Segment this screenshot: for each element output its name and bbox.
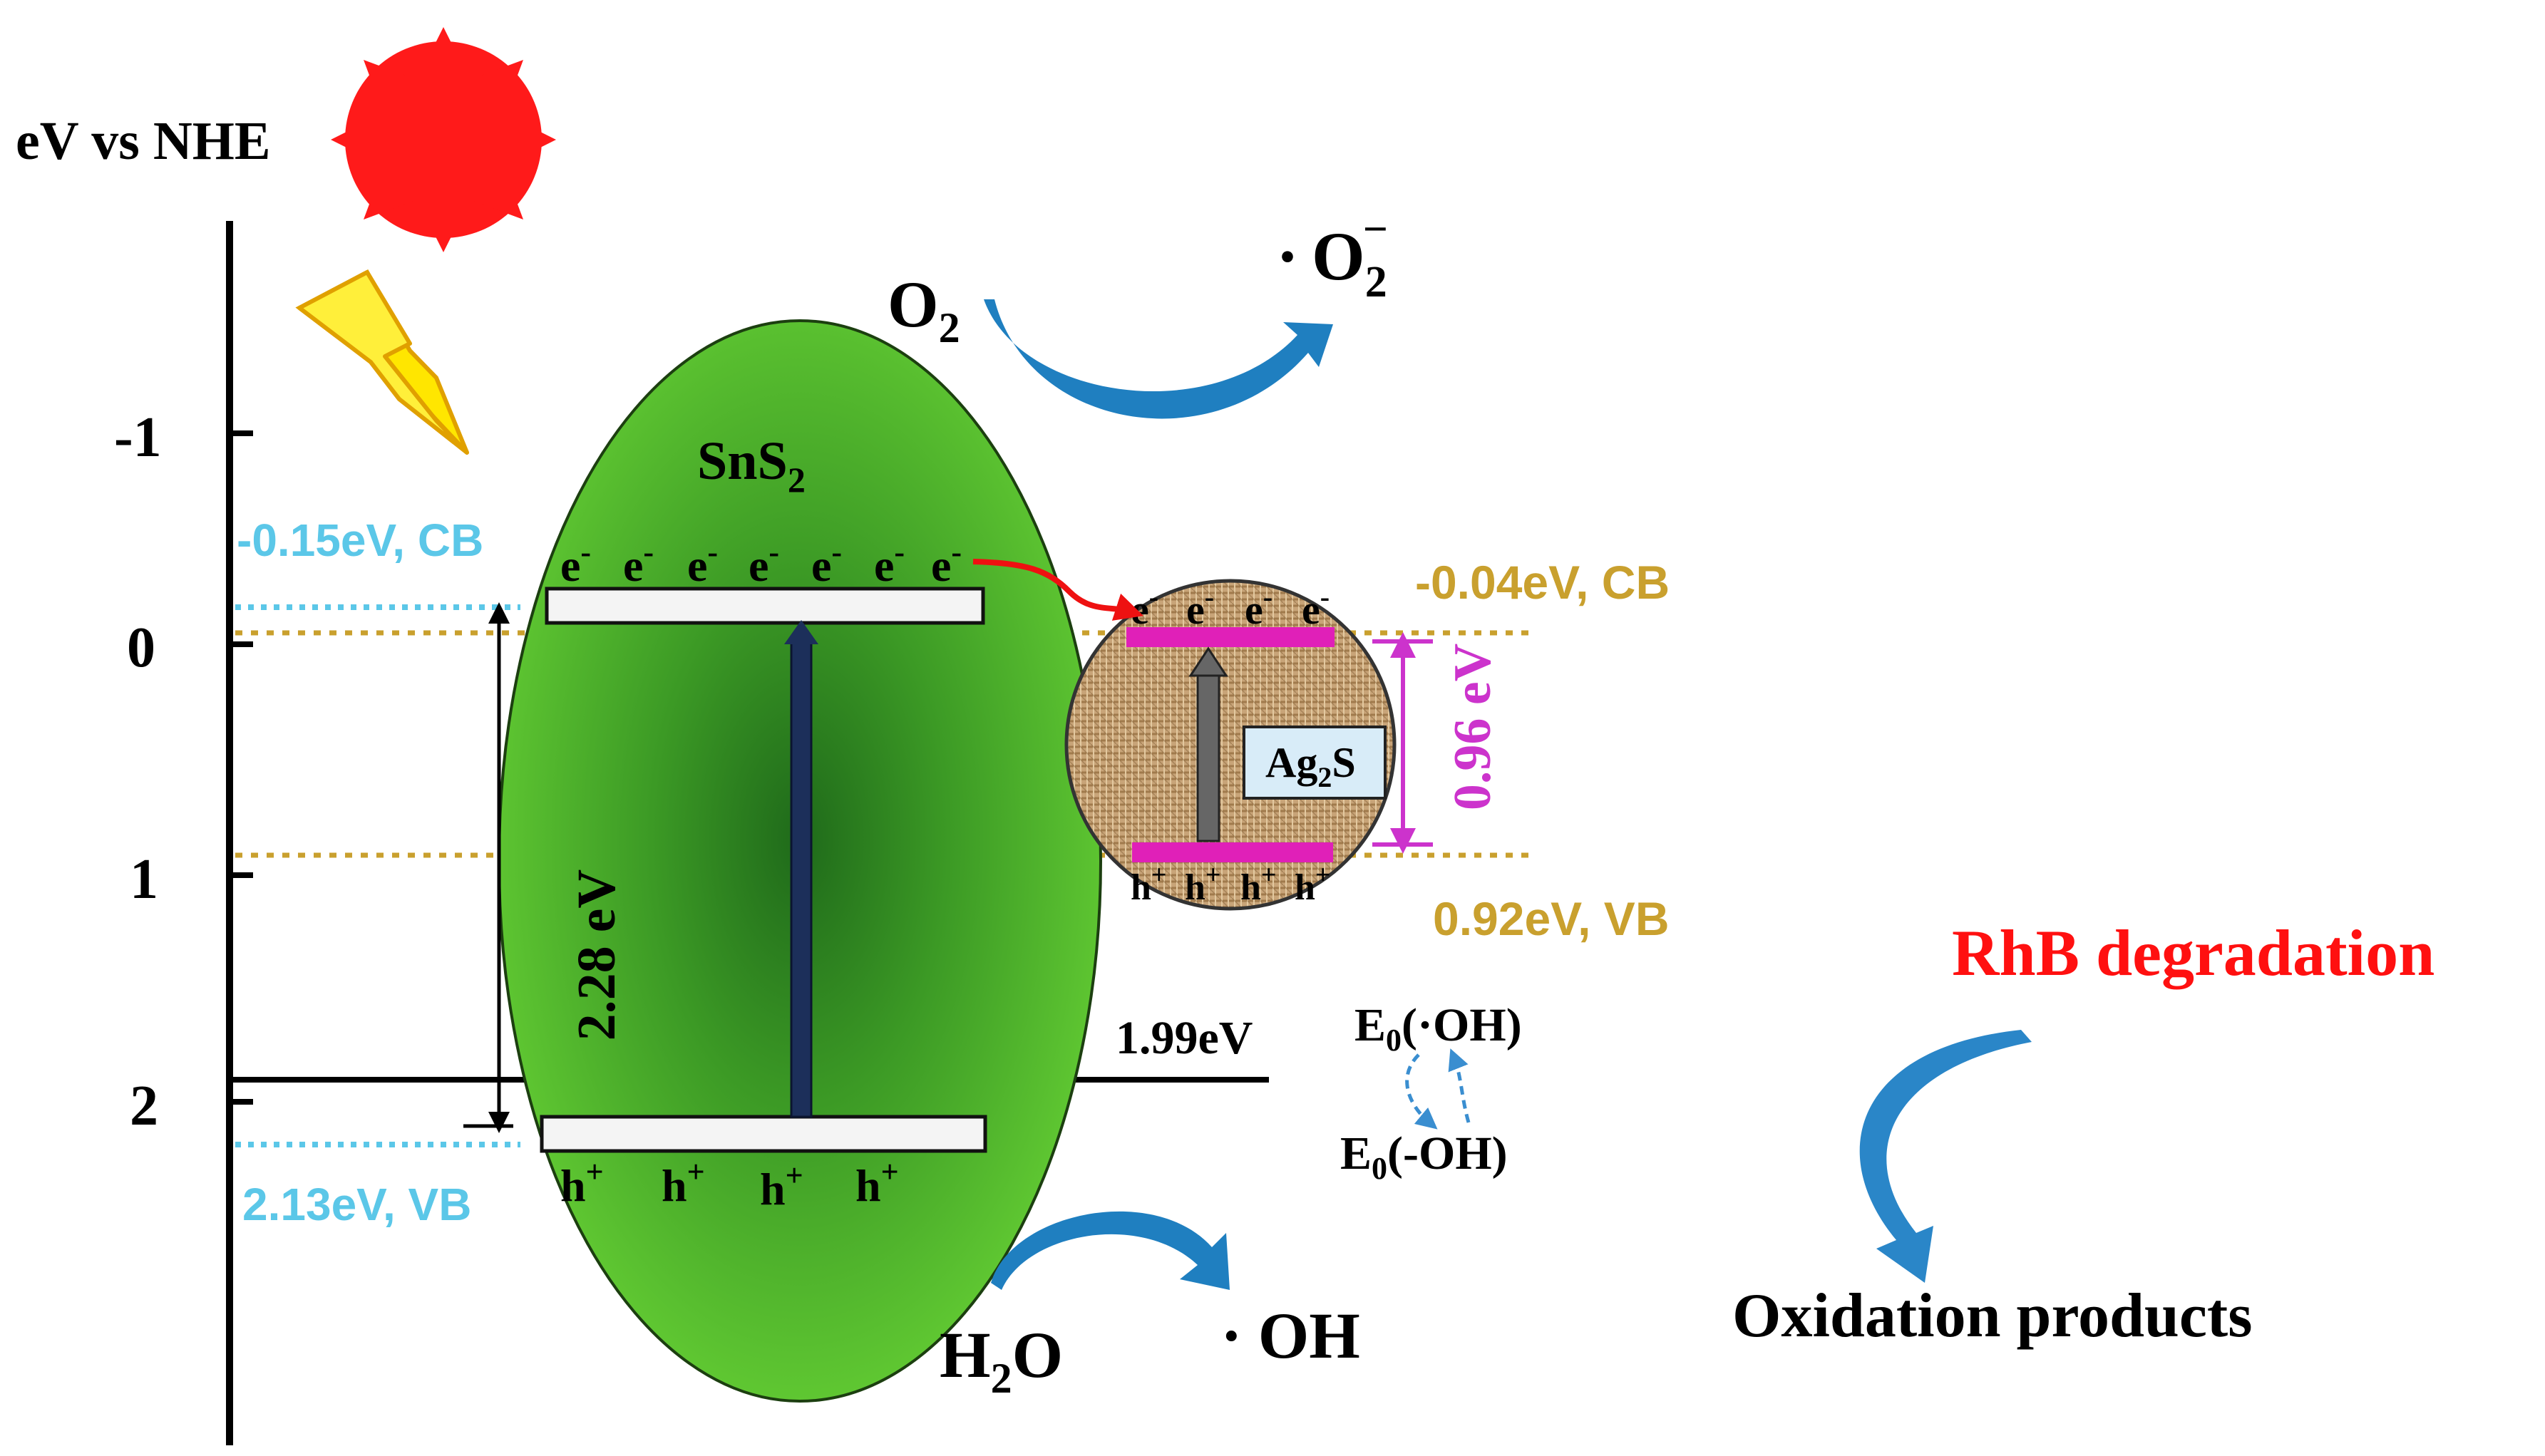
- sns2-valence-band: [540, 1115, 987, 1153]
- hydroxyl-radical-label: ·OH: [1220, 1299, 1360, 1372]
- rhb-degradation-title: RhB degradation: [1952, 917, 2435, 989]
- sns2-excitation-arrow: [784, 620, 818, 1118]
- redox-oh-ion-label: E0(-OH): [1340, 1127, 1508, 1186]
- tick-label-1: 1: [130, 848, 158, 911]
- redox-oh-radical-label: E0(·OH): [1354, 999, 1522, 1058]
- rhb-degradation-arrow: [1859, 1030, 2032, 1283]
- hole: h+: [1240, 860, 1277, 908]
- hole: h+: [1185, 860, 1221, 908]
- sns2-vb-label: 2.13eV, VB: [242, 1179, 471, 1230]
- hole: h+: [1295, 860, 1331, 908]
- ag2s-vb-label: 0.92eV, VB: [1433, 892, 1669, 945]
- sns2-cb-label: -0.15eV, CB: [237, 515, 483, 566]
- electron: e-: [687, 535, 718, 591]
- superoxide-label: ·O2−: [1276, 205, 1388, 306]
- electron: e-: [811, 535, 842, 591]
- ag2s-holes: h+ h+ h+ h+: [1131, 860, 1331, 908]
- redox-arrow-down: [1405, 1053, 1438, 1130]
- hole: h+: [662, 1155, 705, 1211]
- sun-icon: [331, 27, 556, 252]
- h2o-oxidation-arrow: [991, 1211, 1230, 1290]
- sns2-conduction-band: [545, 587, 985, 625]
- tick-label-minus1: -1: [114, 406, 162, 469]
- electron: e-: [749, 535, 779, 591]
- ag2s-label: Ag2S: [1265, 739, 1356, 793]
- electron: e-: [623, 535, 654, 591]
- lightning-icon: [295, 269, 469, 455]
- redox-arrow-up: [1448, 1048, 1471, 1123]
- tick-label-0: 0: [127, 616, 155, 679]
- ag2s-gap-label: 0.96 eV: [1444, 644, 1502, 810]
- axis-title: eV vs NHE: [16, 111, 271, 171]
- h2o-label: H2O: [940, 1318, 1063, 1402]
- o2-reduction-arrow: [984, 299, 1333, 419]
- axis-ticks: [230, 430, 253, 1105]
- electron: e-: [931, 535, 962, 591]
- ag2s-valence-band: [1132, 842, 1333, 862]
- sns2-electrons: e- e- e- e- e- e- e-: [560, 535, 962, 591]
- tick-label-2: 2: [130, 1075, 158, 1137]
- electron: e-: [1302, 581, 1330, 633]
- hole: h+: [560, 1155, 604, 1211]
- level-1.99ev-label: 1.99eV: [1116, 1012, 1253, 1064]
- ag2s-cb-label: -0.04eV, CB: [1415, 556, 1670, 609]
- electron: e-: [1245, 581, 1272, 633]
- oxidation-products-label: Oxidation products: [1732, 1281, 2252, 1351]
- hole: h+: [760, 1158, 803, 1214]
- hole: h+: [1131, 860, 1167, 908]
- sns2-gap-label: 2.28 eV: [567, 869, 627, 1041]
- hole: h+: [855, 1155, 899, 1211]
- electron-transfer-arrow: [972, 559, 1144, 621]
- sns2-holes: h+ h+ h+ h+: [560, 1155, 899, 1214]
- electron: e-: [874, 535, 905, 591]
- ag2s-particle: Ag2S: [1064, 579, 1397, 911]
- sns2-label: SnS2: [697, 431, 806, 500]
- electron: e-: [1186, 581, 1214, 633]
- ag2s-conduction-band: [1126, 627, 1335, 647]
- o2-label: O2: [888, 268, 960, 351]
- electron: e-: [560, 535, 591, 591]
